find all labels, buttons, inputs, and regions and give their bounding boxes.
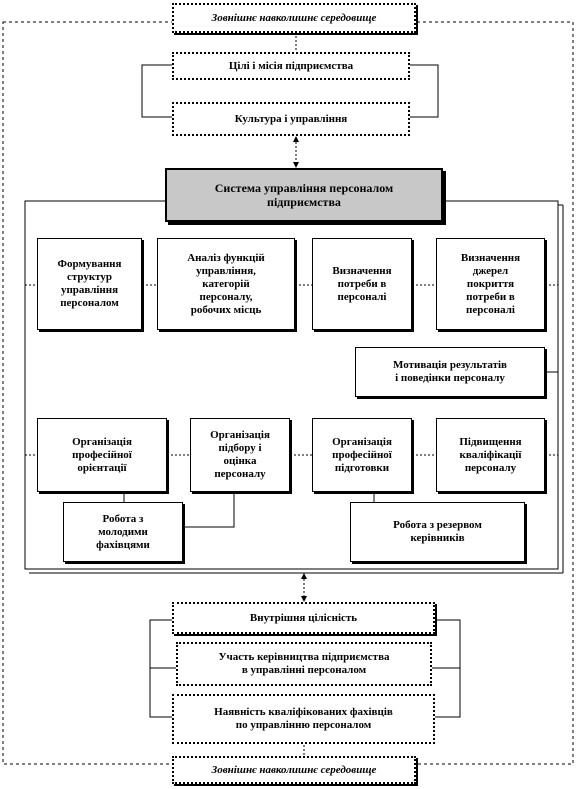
external-environment-bottom: Зовнішнє навколишнє середовище	[172, 756, 416, 784]
selection-evaluation-box: Організація підбору і оцінка персоналу	[190, 418, 290, 492]
qualification-upgrade-box: Підвищення кваліфікації персоналу	[436, 418, 545, 492]
coverage-sources-box: Визначення джерел покриття потреби в пер…	[436, 238, 545, 330]
management-reserve-box: Робота з резервом керівників	[350, 502, 525, 562]
young-specialists-box: Робота з молодими фахівцями	[63, 502, 183, 562]
career-guidance-box: Організація професійної орієнтації	[37, 418, 167, 492]
professional-training-box: Організація професійної підготовки	[312, 418, 412, 492]
motivation-box: Мотивація результатів і поведінки персон…	[355, 347, 545, 397]
personnel-management-system-box: Система управління персоналом підприємст…	[165, 168, 443, 222]
management-participation-box: Участь керівництва підприємства в управл…	[176, 642, 432, 686]
staff-needs-box: Визначення потреби в персоналі	[312, 238, 412, 330]
function-analysis-box: Аналіз функцій управління, категорій пер…	[157, 238, 295, 330]
structure-formation-box: Формування структур управління персонало…	[37, 238, 142, 330]
culture-management-box: Культура і управління	[172, 102, 410, 136]
external-environment-top: Зовнішнє навколишнє середовище	[172, 3, 416, 33]
goals-mission-box: Цілі і місія підприємства	[172, 52, 410, 80]
internal-integrity-box: Внутрішня цілісність	[172, 602, 435, 634]
qualified-specialists-box: Наявність кваліфікованих фахівців по упр…	[172, 694, 435, 744]
